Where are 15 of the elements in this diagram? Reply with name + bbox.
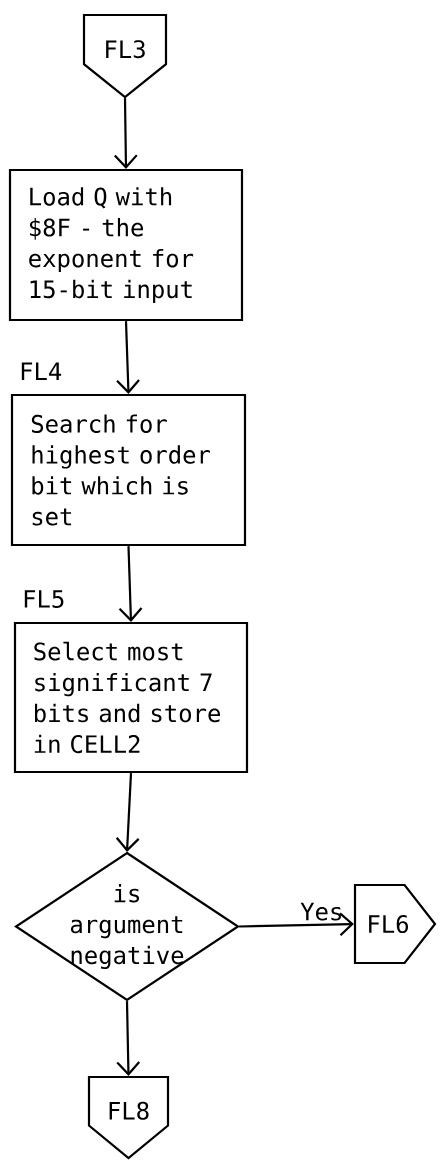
arrow [239, 912, 354, 937]
arrow [115, 773, 140, 852]
off-page-connector: FL6 [353, 883, 437, 965]
step-label: FL4 [21, 362, 62, 380]
arrow [114, 98, 138, 169]
process-box: Select most significant 7 bits and store in CELL2 [13, 621, 249, 774]
step-label: FL5 [24, 590, 64, 608]
process-box: Search for highest order bit which is set [10, 393, 247, 547]
off-page-connector: FL8 [87, 1075, 170, 1160]
arrow [118, 546, 143, 622]
arrow [116, 1001, 141, 1076]
process-box: Load Q with $8F - the exponent for 15-bit input [8, 168, 244, 322]
off-page-connector: FL3 [82, 13, 168, 99]
edge-label: Yes [300, 902, 341, 921]
arrow [116, 321, 140, 394]
